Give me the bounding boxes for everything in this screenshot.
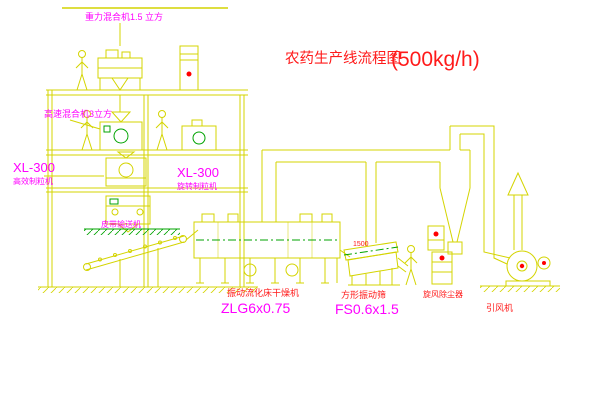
gravity-mixer xyxy=(97,49,143,112)
label-induced-draft-fan: 引风机 xyxy=(486,302,513,313)
vibration-motor xyxy=(243,263,257,277)
label-cyclone-dust-collector: 旋风除尘器 xyxy=(423,289,463,299)
belt-conveyor xyxy=(83,229,199,287)
fluid-bed-dryer xyxy=(193,213,351,284)
label-vibrating-sieve-model: FS0.6x1.5 xyxy=(335,301,399,317)
exhaust-duct-horizontal xyxy=(262,149,450,163)
induced-draft-fan xyxy=(505,250,551,287)
drawing-title: 农药生产线流程图 xyxy=(285,50,401,67)
granulator xyxy=(105,151,147,187)
worker-figure xyxy=(75,50,89,91)
worker-figure xyxy=(155,110,169,151)
label-gravity-mixer: 重力混合机1.5 立方 xyxy=(85,11,163,22)
label-fluid-bed-dryer-model: ZLG6x0.75 xyxy=(221,300,290,316)
vibrating-sieve xyxy=(343,241,409,286)
label-vibrating-sieve: 方形振动筛 xyxy=(341,289,386,300)
label-granulator-right-model: XL-300 xyxy=(177,165,219,180)
label-high-speed-mixer: 高速混合机3立方 xyxy=(44,108,112,119)
exhaust-duct-vertical xyxy=(261,150,277,222)
control-cabinet-cyclone xyxy=(427,225,453,285)
fan-motor xyxy=(537,256,551,270)
indicator-dot xyxy=(519,263,525,269)
label-granulator-right-name: 旋转制粒机 xyxy=(177,181,217,191)
fan-suction-duct xyxy=(450,125,511,265)
indicator-dot xyxy=(542,261,546,265)
label-fluid-bed-dryer: 振动流化床干燥机 xyxy=(227,287,299,298)
rotary-granulator xyxy=(181,119,217,151)
label-granulator-left-model: XL-300 xyxy=(13,160,55,175)
ground-hatch-right xyxy=(480,285,560,292)
cyclone-separator xyxy=(439,126,471,255)
label-sieve-dimension: 1500 xyxy=(353,241,369,248)
sieve-exhaust-duct xyxy=(365,162,377,246)
high-speed-mixer xyxy=(99,111,143,151)
drawing-title-capacity: (500kg/h) xyxy=(391,48,480,71)
indicator-dot xyxy=(186,71,192,77)
indicator-dot xyxy=(439,255,445,261)
building-frame xyxy=(38,89,258,293)
feeder-machine xyxy=(105,195,151,233)
label-granulator-left-name: 高效制粒机 xyxy=(13,176,53,186)
vibration-motor xyxy=(285,263,299,277)
label-belt-conveyor: 皮带输送机 xyxy=(101,219,141,229)
work-platform xyxy=(84,228,180,235)
leader-lines xyxy=(44,23,121,177)
exhaust-stack xyxy=(507,171,529,250)
control-cabinet-main xyxy=(179,45,199,91)
indicator-dot xyxy=(433,231,439,237)
